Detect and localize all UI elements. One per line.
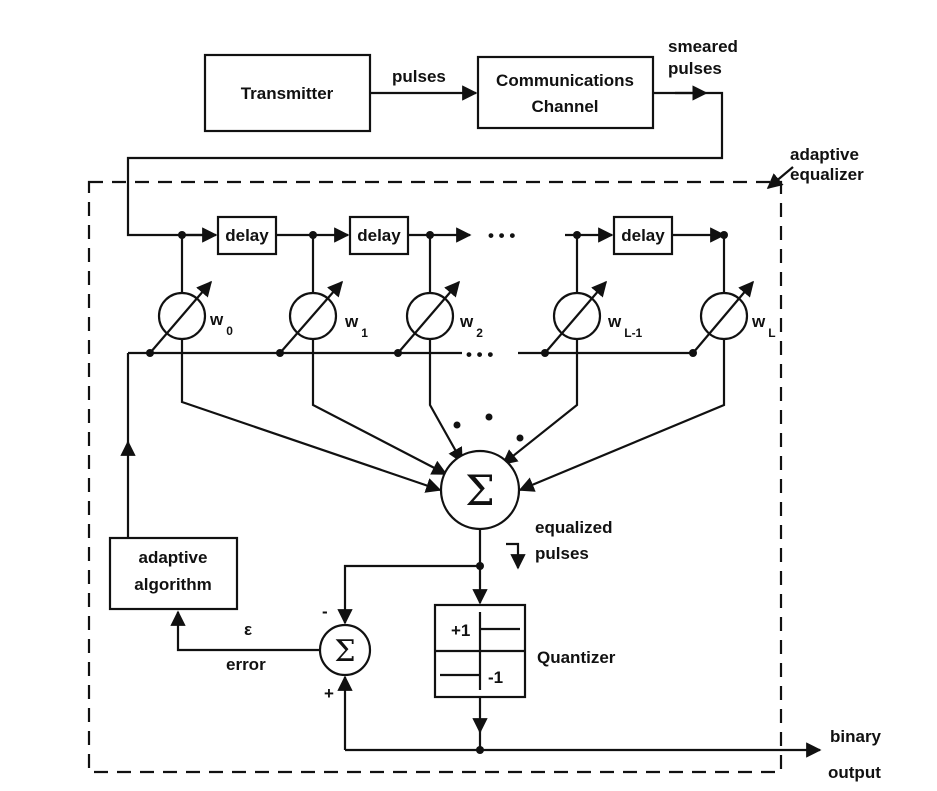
bus-ellipsis: • • • [466,345,493,364]
pulses-label: pulses [392,67,446,86]
quantizer-minus-level: -1 [488,668,503,687]
summer-input-dot-2 [485,413,493,421]
error-minus-sign: - [322,602,328,621]
channel-label-line2: Channel [531,97,598,116]
region-label-line2: equalizer [790,165,864,184]
equalizer-boundary [87,180,783,774]
delay-block-2 [348,215,410,256]
equalized-to-error-wire [337,564,480,625]
weight-2-symbol: w2 [459,312,483,340]
bus-node-4 [689,349,697,357]
weight-L-adjust-arrow [692,280,754,354]
summer-input-dot-3 [516,434,524,442]
error-summer-sigma: Σ [334,634,355,669]
channel-label-line1: Communications [496,71,634,90]
adaptive-algorithm-label-line1: adaptive [139,548,208,567]
channel-block [476,55,655,130]
weight-1-symbol: w1 [344,312,368,340]
bus-node-2 [394,349,402,357]
summer-input-dot-1 [453,421,461,429]
quantizer-plus-level: +1 [451,621,470,640]
delay-label-2: delay [357,226,401,245]
weight-1-adjust-arrow [279,280,344,354]
equalized-label-line1: equalized [535,518,612,537]
region-pointer-arrow [766,166,794,189]
bus-node-3 [541,349,549,357]
adaptive-algorithm-block [108,536,239,611]
bus-node-1 [276,349,284,357]
smeared-pulses-wire [126,91,724,237]
weighted-tap-2 [428,339,463,464]
weighted-tap-L [518,339,726,492]
weight-0-symbol: w0 [209,310,233,338]
weight-2-adjust-arrow [397,280,461,354]
binary-label-line1: binary [830,727,882,746]
error-wire [170,610,320,652]
weight-0: w0 [149,280,233,354]
epsilon-label: ε [244,620,252,639]
weighted-tap-1 [311,339,448,475]
adaptive-algorithm-label-line2: algorithm [134,575,211,594]
smeared-label-line2: pulses [668,59,722,78]
weight-L-1: wL-1 [544,280,643,354]
weight-2: w2 [397,280,483,354]
weight-1: w1 [279,280,368,354]
quantizer-label: Quantizer [537,648,616,667]
equalized-label-line2: pulses [535,544,589,563]
delay-label-L: delay [621,226,665,245]
weighted-tap-L-1 [501,339,579,465]
delay-label-1: delay [225,226,269,245]
main-summer-sigma: Σ [465,466,495,515]
weight-L-1-symbol: wL-1 [607,312,643,340]
error-plus-sign: + [324,684,334,703]
weight-L: wL [692,280,776,354]
equalized-pointer-arrow [506,542,526,570]
weighted-tap-0 [180,339,442,493]
delay-block-1 [216,215,278,256]
smeared-label-line1: smeared [668,37,738,56]
transmitter-block [203,53,372,133]
region-label-line1: adaptive [790,145,859,164]
weight-0-adjust-arrow [149,280,213,354]
transmitter-label: Transmitter [241,84,334,103]
error-label: error [226,655,266,674]
bus-node-0 [146,349,154,357]
weight-L-1-adjust-arrow [544,280,608,354]
weight-L-symbol: wL [751,312,776,340]
binary-label-line2: output [828,763,881,782]
delay-ellipsis: • • • [488,226,515,245]
